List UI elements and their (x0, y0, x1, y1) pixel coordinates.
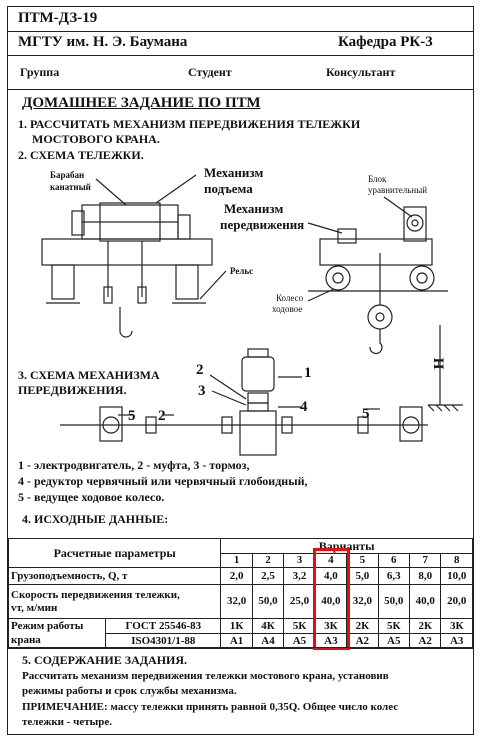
label-rail: Рельс (230, 266, 254, 276)
table-cell: А2 (408, 633, 442, 649)
signature-row: Группа Студент Консультант (8, 55, 473, 90)
section5-note-1: ПРИМЕЧАНИЕ: массу тележки принять равной… (22, 701, 399, 713)
table-cell: 20,0 (440, 584, 473, 619)
table-cell: А2 (346, 633, 379, 649)
label-travel-2: передвижения (220, 217, 305, 232)
label-block-1: Блок (368, 174, 387, 184)
table-cell: 1К (220, 618, 253, 634)
section5-divider (8, 647, 473, 648)
section5-heading: 5. СОДЕРЖАНИЕ ЗАДАНИЯ. (22, 653, 188, 667)
table-cell: 50,0 (251, 584, 285, 619)
table-cell: 32,0 (220, 584, 253, 619)
table-cell: 25,0 (283, 584, 316, 619)
mechanism-scheme (60, 348, 428, 456)
table-row: Режим работы ГОСТ 25546-83 1К 4К 5К 3К 2… (7, 618, 473, 634)
section3-heading-2: ПЕРЕДВИЖЕНИЯ. (18, 383, 127, 397)
table-cell: 50,0 (377, 584, 410, 619)
table-row: крана ISO4301/1-88 А1 А4 А5 А3 А2 А5 А2 … (7, 633, 473, 649)
callout-2-left: 2 (158, 408, 166, 424)
row-label-capacity: Грузоподъемность, Q, т (7, 567, 222, 585)
table-cell: А5 (283, 633, 316, 649)
table-cell: А5 (377, 633, 410, 649)
table-cell: А1 (220, 633, 253, 649)
mode-label-1: Режим работы (7, 618, 107, 634)
consultant-label: Консультант (326, 65, 396, 79)
section5-text-1: Рассчитать механизм передвижения тележки… (22, 670, 389, 682)
table-cell: А3 (440, 633, 473, 649)
variant-header-cell: 5 (346, 553, 379, 568)
label-lift-1: Механизм (204, 165, 264, 180)
table-cell: 5К (377, 618, 410, 634)
trolley-side-view (307, 196, 463, 412)
mode-label-2: крана (7, 633, 107, 649)
table-cell: 40,0 (408, 584, 442, 619)
legend-line-1: 1 - электродвигатель, 2 - муфта, 3 - тор… (18, 458, 250, 472)
callout-2: 2 (196, 362, 204, 378)
section1-line2: МОСТОВОГО КРАНА. (32, 132, 160, 146)
variant-header-cell: 2 (251, 553, 285, 568)
table-cell: 5К (283, 618, 316, 634)
doc-code-row: ПТМ-ДЗ-19 (8, 7, 473, 32)
section2-heading: 2. СХЕМА ТЕЛЕЖКИ. (18, 148, 144, 162)
section3-heading-1: 3. СХЕМА МЕХАНИЗМА (18, 368, 160, 382)
group-label: Группа (20, 65, 60, 79)
variant-header-cell: 7 (408, 553, 442, 568)
params-header: Расчетные параметры (7, 538, 222, 568)
section5-note-2: тележки - четыре. (22, 716, 112, 728)
department-name: Кафедра РК-3 (338, 34, 433, 50)
doc-code: ПТМ-ДЗ-19 (18, 10, 98, 26)
table-cell: 5,0 (346, 567, 379, 585)
variant-header-cell: 8 (440, 553, 473, 568)
callout-5-left: 5 (128, 408, 136, 424)
label-drum-2: канатный (50, 182, 91, 192)
table-row: Скорость передвижения тележки, vт, м/мин… (7, 584, 473, 619)
trolley-front-view (41, 174, 227, 338)
table-cell: 2,0 (220, 567, 253, 585)
parameters-table: Расчетные параметры Варианты 1 2 3 4 5 6… (7, 538, 473, 649)
technical-drawings (41, 174, 463, 456)
university-row: МГТУ им. Н. Э. Баумана Кафедра РК-3 (8, 31, 473, 56)
variant-4-highlight (313, 548, 350, 650)
university-name: МГТУ им. Н. Э. Баумана (18, 34, 188, 50)
callout-3: 3 (198, 383, 206, 399)
callout-4: 4 (300, 399, 308, 415)
section5-text-2: режимы работы и срок службы механизма. (22, 685, 237, 697)
variant-header-cell: 3 (283, 553, 316, 568)
table-cell: 2К (346, 618, 379, 634)
table-cell: 3,2 (283, 567, 316, 585)
assignment-sheet: ПТМ-ДЗ-19 МГТУ им. Н. Э. Баумана Кафедра… (7, 6, 474, 735)
page-title: ДОМАШНЕЕ ЗАДАНИЕ ПО ПТМ (22, 95, 261, 111)
label-wheel-1: Колесо (276, 293, 304, 303)
section1-line1: 1. РАССЧИТАТЬ МЕХАНИЗМ ПЕРЕДВИЖЕНИЯ ТЕЛЕ… (18, 117, 361, 131)
label-travel-1: Механизм (224, 201, 284, 216)
table-cell: 3К (440, 618, 473, 634)
table-cell: 8,0 (408, 567, 442, 585)
table-cell: 6,3 (377, 567, 410, 585)
row-label-speed: Скорость передвижения тележки, vт, м/мин (7, 584, 222, 619)
variant-header-cell: 1 (220, 553, 253, 568)
table-cell: 2,5 (251, 567, 285, 585)
callout-1: 1 (304, 365, 312, 381)
gost-label: ГОСТ 25546-83 (105, 618, 222, 634)
row-label-speed-1: Скорость передвижения тележки, (11, 588, 180, 601)
variant-header-cell: 6 (377, 553, 410, 568)
table-cell: 2К (408, 618, 442, 634)
label-wheel-2: ходовое (272, 304, 303, 314)
table-cell: 32,0 (346, 584, 379, 619)
student-label: Студент (188, 65, 232, 79)
label-drum-1: Барабан (50, 170, 85, 180)
legend-line-2: 4 - редуктор червячный или червячный гло… (18, 474, 308, 488)
label-lift-2: подъема (204, 181, 253, 196)
section4-heading: 4. ИСХОДНЫЕ ДАННЫЕ: (22, 512, 169, 526)
row-label-speed-2: vт, м/мин (11, 601, 58, 614)
table-cell: 4К (251, 618, 285, 634)
table-cell: 10,0 (440, 567, 473, 585)
legend-line-3: 5 - ведущее ходовое колесо. (18, 490, 165, 504)
label-block-2: уравнительный (368, 185, 428, 195)
table-row: Грузоподъемность, Q, т 2,0 2,5 3,2 4,0 5… (7, 567, 473, 585)
callout-5-right: 5 (362, 406, 370, 422)
iso-label: ISO4301/1-88 (105, 633, 222, 649)
